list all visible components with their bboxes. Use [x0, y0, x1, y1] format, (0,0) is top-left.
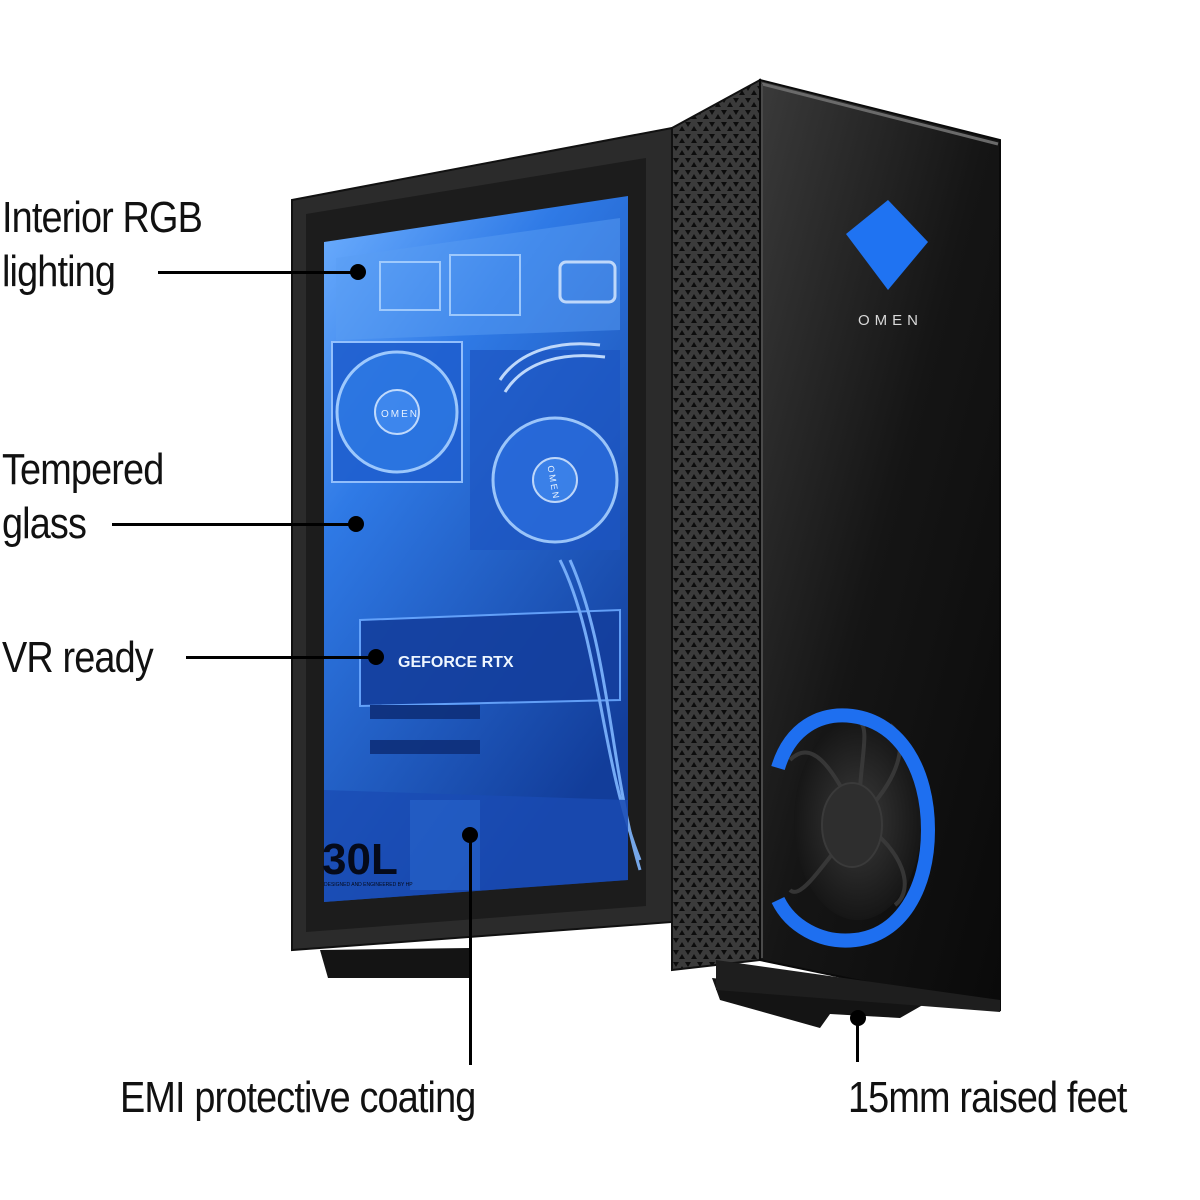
leader-line-vr-ready — [186, 656, 372, 659]
callout-vr-ready: VR ready — [2, 633, 154, 682]
interior-components — [324, 218, 642, 902]
case-size-logo: 30L — [322, 835, 398, 884]
callout-emi-protective-coating: EMI protective coating — [120, 1073, 476, 1122]
front-mesh-strip — [671, 78, 761, 972]
omen-diamond-logo — [846, 200, 928, 290]
case-size-subtext: DESIGNED AND ENGINEERED BY HP — [324, 882, 413, 888]
callout-dot-vr-ready — [368, 649, 384, 665]
callout-interior-rgb-lighting-line2: lighting — [2, 247, 116, 296]
gpu-logo: GEFORCE RTX — [398, 654, 514, 671]
callout-dot-tempered-glass — [348, 516, 364, 532]
leader-line-emi-coating — [469, 835, 472, 1065]
leader-line-tempered-glass — [112, 523, 358, 526]
rear-foot — [320, 948, 470, 978]
rear-fan-logo: OMEN — [381, 409, 419, 420]
leader-line-interior-rgb — [158, 271, 358, 274]
callout-tempered-glass-line2: glass — [2, 499, 87, 548]
callout-dot-interior-rgb — [350, 264, 366, 280]
callout-interior-rgb-lighting-line1: Interior RGB — [2, 193, 203, 242]
rgb-ring-light — [771, 708, 936, 948]
callout-15mm-raised-feet: 15mm raised feet — [848, 1073, 1127, 1122]
callout-tempered-glass-line1: Tempered — [2, 445, 164, 494]
leader-line-raised-feet — [856, 1018, 859, 1062]
brand-logo-text: OMEN — [858, 312, 923, 329]
